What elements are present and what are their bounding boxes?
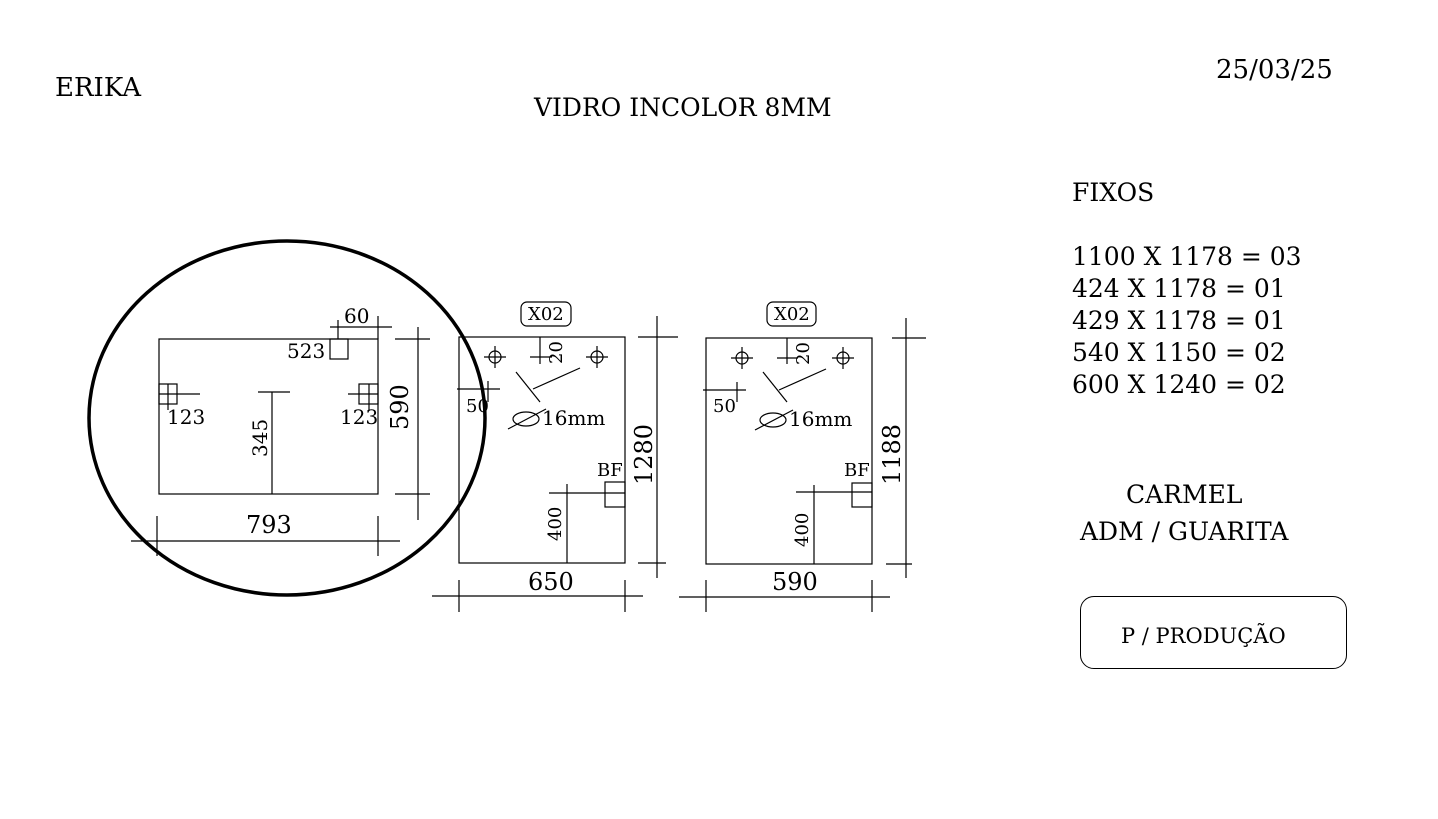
notch-cutout: [329, 338, 349, 360]
cutout-height-label: 400: [792, 513, 813, 547]
hole-diameter-symbol: [512, 411, 540, 427]
cutout-label: BF: [597, 460, 623, 481]
drawing-date: 25/03/25: [1216, 55, 1333, 85]
hole-diameter-label: 16mm: [542, 406, 605, 430]
right-hole-label: 123: [340, 405, 378, 429]
client-name: CARMEL: [1126, 480, 1243, 509]
drawing-1: 60 523 123 123 345 793 590: [87, 239, 487, 597]
fixos-item: 429 X 1178 = 01: [1072, 306, 1286, 335]
left-hole-label: 123: [167, 405, 205, 429]
panel-outline: [458, 336, 626, 564]
panel-height-label: 590: [386, 384, 414, 430]
panel-tag: X02: [774, 304, 810, 325]
panel-tag-box: [520, 301, 572, 327]
fixos-item: 540 X 1150 = 02: [1072, 338, 1286, 367]
fixos-item: 1100 X 1178 = 03: [1072, 242, 1302, 271]
drawing-2: X02 20 50 16mm BF 400 650: [432, 301, 678, 612]
panel-height-label: 1188: [878, 424, 906, 485]
production-status-label: P / PRODUÇÃO: [1121, 624, 1286, 648]
cutout-height-label: 400: [545, 507, 566, 541]
panel-width-label: 793: [246, 511, 292, 539]
top-offset-label: 20: [793, 342, 814, 365]
panel-width-label: 590: [772, 568, 818, 596]
panel-height-label: 1280: [630, 424, 658, 485]
bf-cutout: [851, 482, 873, 508]
hole-diameter-label: 16mm: [789, 407, 852, 431]
panel-outline: [705, 337, 873, 565]
center-height-label: 345: [248, 419, 272, 457]
bf-cutout: [604, 481, 626, 508]
side-offset-label: 50: [466, 396, 489, 417]
notch-offset-label: 523: [287, 339, 325, 363]
side-offset-label: 50: [713, 396, 736, 417]
fixos-title: FIXOS: [1072, 178, 1155, 207]
hole-diameter-symbol: [759, 412, 787, 428]
top-offset-label: 20: [546, 341, 567, 364]
cutout-label: BF: [844, 460, 870, 481]
panel-tag: X02: [528, 304, 564, 325]
panel-outline: [158, 338, 379, 495]
author-name: ERIKA: [55, 73, 141, 103]
drawing-3: X02 20 50 16mm BF 400 590: [679, 301, 926, 612]
material-title: VIDRO INCOLOR 8MM: [534, 93, 832, 122]
fixos-item: 424 X 1178 = 01: [1072, 274, 1286, 303]
panel-width-label: 650: [528, 568, 574, 596]
fixos-list: 1100 X 1178 = 03 424 X 1178 = 01 429 X 1…: [1072, 244, 1302, 404]
fixos-item: 600 X 1240 = 02: [1072, 370, 1286, 399]
panel-tag-box: [766, 301, 817, 327]
notch-width-label: 60: [344, 304, 369, 328]
project-location: ADM / GUARITA: [1080, 517, 1289, 546]
production-status-box: P / PRODUÇÃO: [1080, 596, 1347, 669]
highlight-circle: [87, 239, 487, 597]
